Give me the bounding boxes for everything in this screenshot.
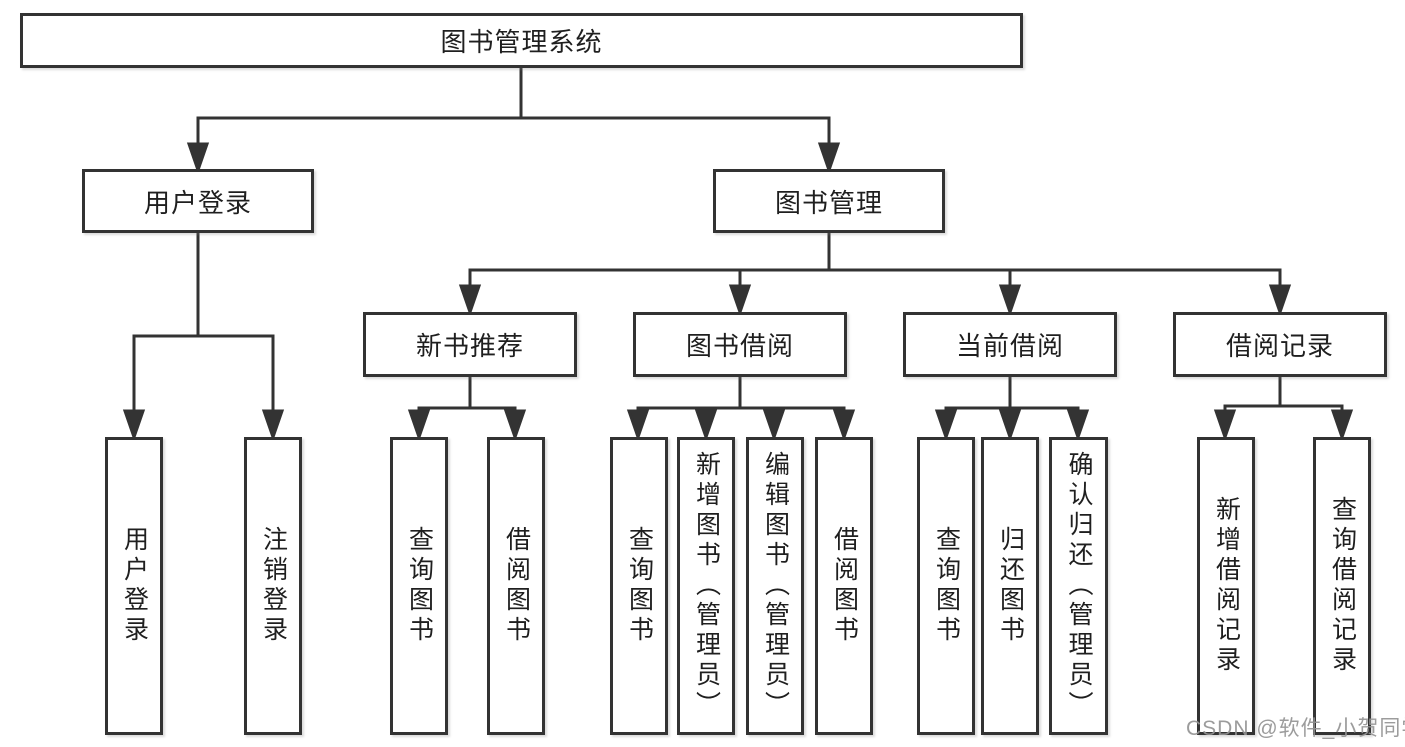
leaf-borrow-books-recommend-label: 借阅图书 xyxy=(502,526,531,646)
leaf-add-book-admin-label: 新增图书（管理员） xyxy=(692,451,721,721)
node-borrow-records: 借阅记录 xyxy=(1173,312,1387,377)
node-book-borrow: 图书借阅 xyxy=(633,312,847,377)
node-root-label: 图书管理系统 xyxy=(440,27,603,57)
leaf-borrow-books-borrow: 借阅图书 xyxy=(815,437,873,735)
node-book-management: 图书管理 xyxy=(713,169,945,233)
leaf-query-books-current: 查询图书 xyxy=(917,437,975,735)
leaf-add-borrow-record: 新增借阅记录 xyxy=(1197,437,1255,735)
node-root: 图书管理系统 xyxy=(20,13,1023,68)
leaf-edit-book-admin: 编辑图书（管理员） xyxy=(746,437,804,735)
node-new-book-recommend: 新书推荐 xyxy=(363,312,577,377)
node-current-borrow-label: 当前借阅 xyxy=(955,331,1064,361)
leaf-confirm-return-admin-label: 确认归还（管理员） xyxy=(1065,451,1093,721)
node-user-login: 用户登录 xyxy=(82,169,314,233)
node-user-login-label: 用户登录 xyxy=(143,187,252,218)
node-current-borrow: 当前借阅 xyxy=(903,312,1117,377)
leaf-logout: 注销登录 xyxy=(244,437,302,735)
leaf-query-borrow-record-label: 查询借阅记录 xyxy=(1328,496,1357,676)
leaf-query-books-recommend: 查询图书 xyxy=(390,437,448,735)
leaf-confirm-return-admin: 确认归还（管理员） xyxy=(1049,437,1108,735)
csdn-watermark: CSDN @软件_小贺同学 xyxy=(1186,717,1405,740)
leaf-user-login: 用户登录 xyxy=(105,437,163,735)
node-book-borrow-label: 图书借阅 xyxy=(685,331,794,361)
leaf-query-books-current-label: 查询图书 xyxy=(932,526,961,646)
leaf-return-books: 归还图书 xyxy=(981,437,1039,735)
leaf-user-login-label: 用户登录 xyxy=(120,526,149,646)
leaf-query-books-recommend-label: 查询图书 xyxy=(405,526,434,646)
node-borrow-records-label: 借阅记录 xyxy=(1225,331,1334,361)
leaf-return-books-label: 归还图书 xyxy=(996,526,1025,646)
leaf-add-borrow-record-label: 新增借阅记录 xyxy=(1212,496,1241,676)
leaf-logout-label: 注销登录 xyxy=(259,526,288,646)
leaf-add-book-admin: 新增图书（管理员） xyxy=(677,437,735,735)
leaf-borrow-books-recommend: 借阅图书 xyxy=(487,437,545,735)
leaf-query-books-borrow: 查询图书 xyxy=(610,437,668,735)
node-book-management-label: 图书管理 xyxy=(774,187,883,218)
node-new-book-recommend-label: 新书推荐 xyxy=(415,331,524,361)
leaf-edit-book-admin-label: 编辑图书（管理员） xyxy=(761,451,790,721)
leaf-query-books-borrow-label: 查询图书 xyxy=(625,526,654,646)
leaf-borrow-books-borrow-label: 借阅图书 xyxy=(830,526,859,646)
leaf-query-borrow-record: 查询借阅记录 xyxy=(1313,437,1371,735)
